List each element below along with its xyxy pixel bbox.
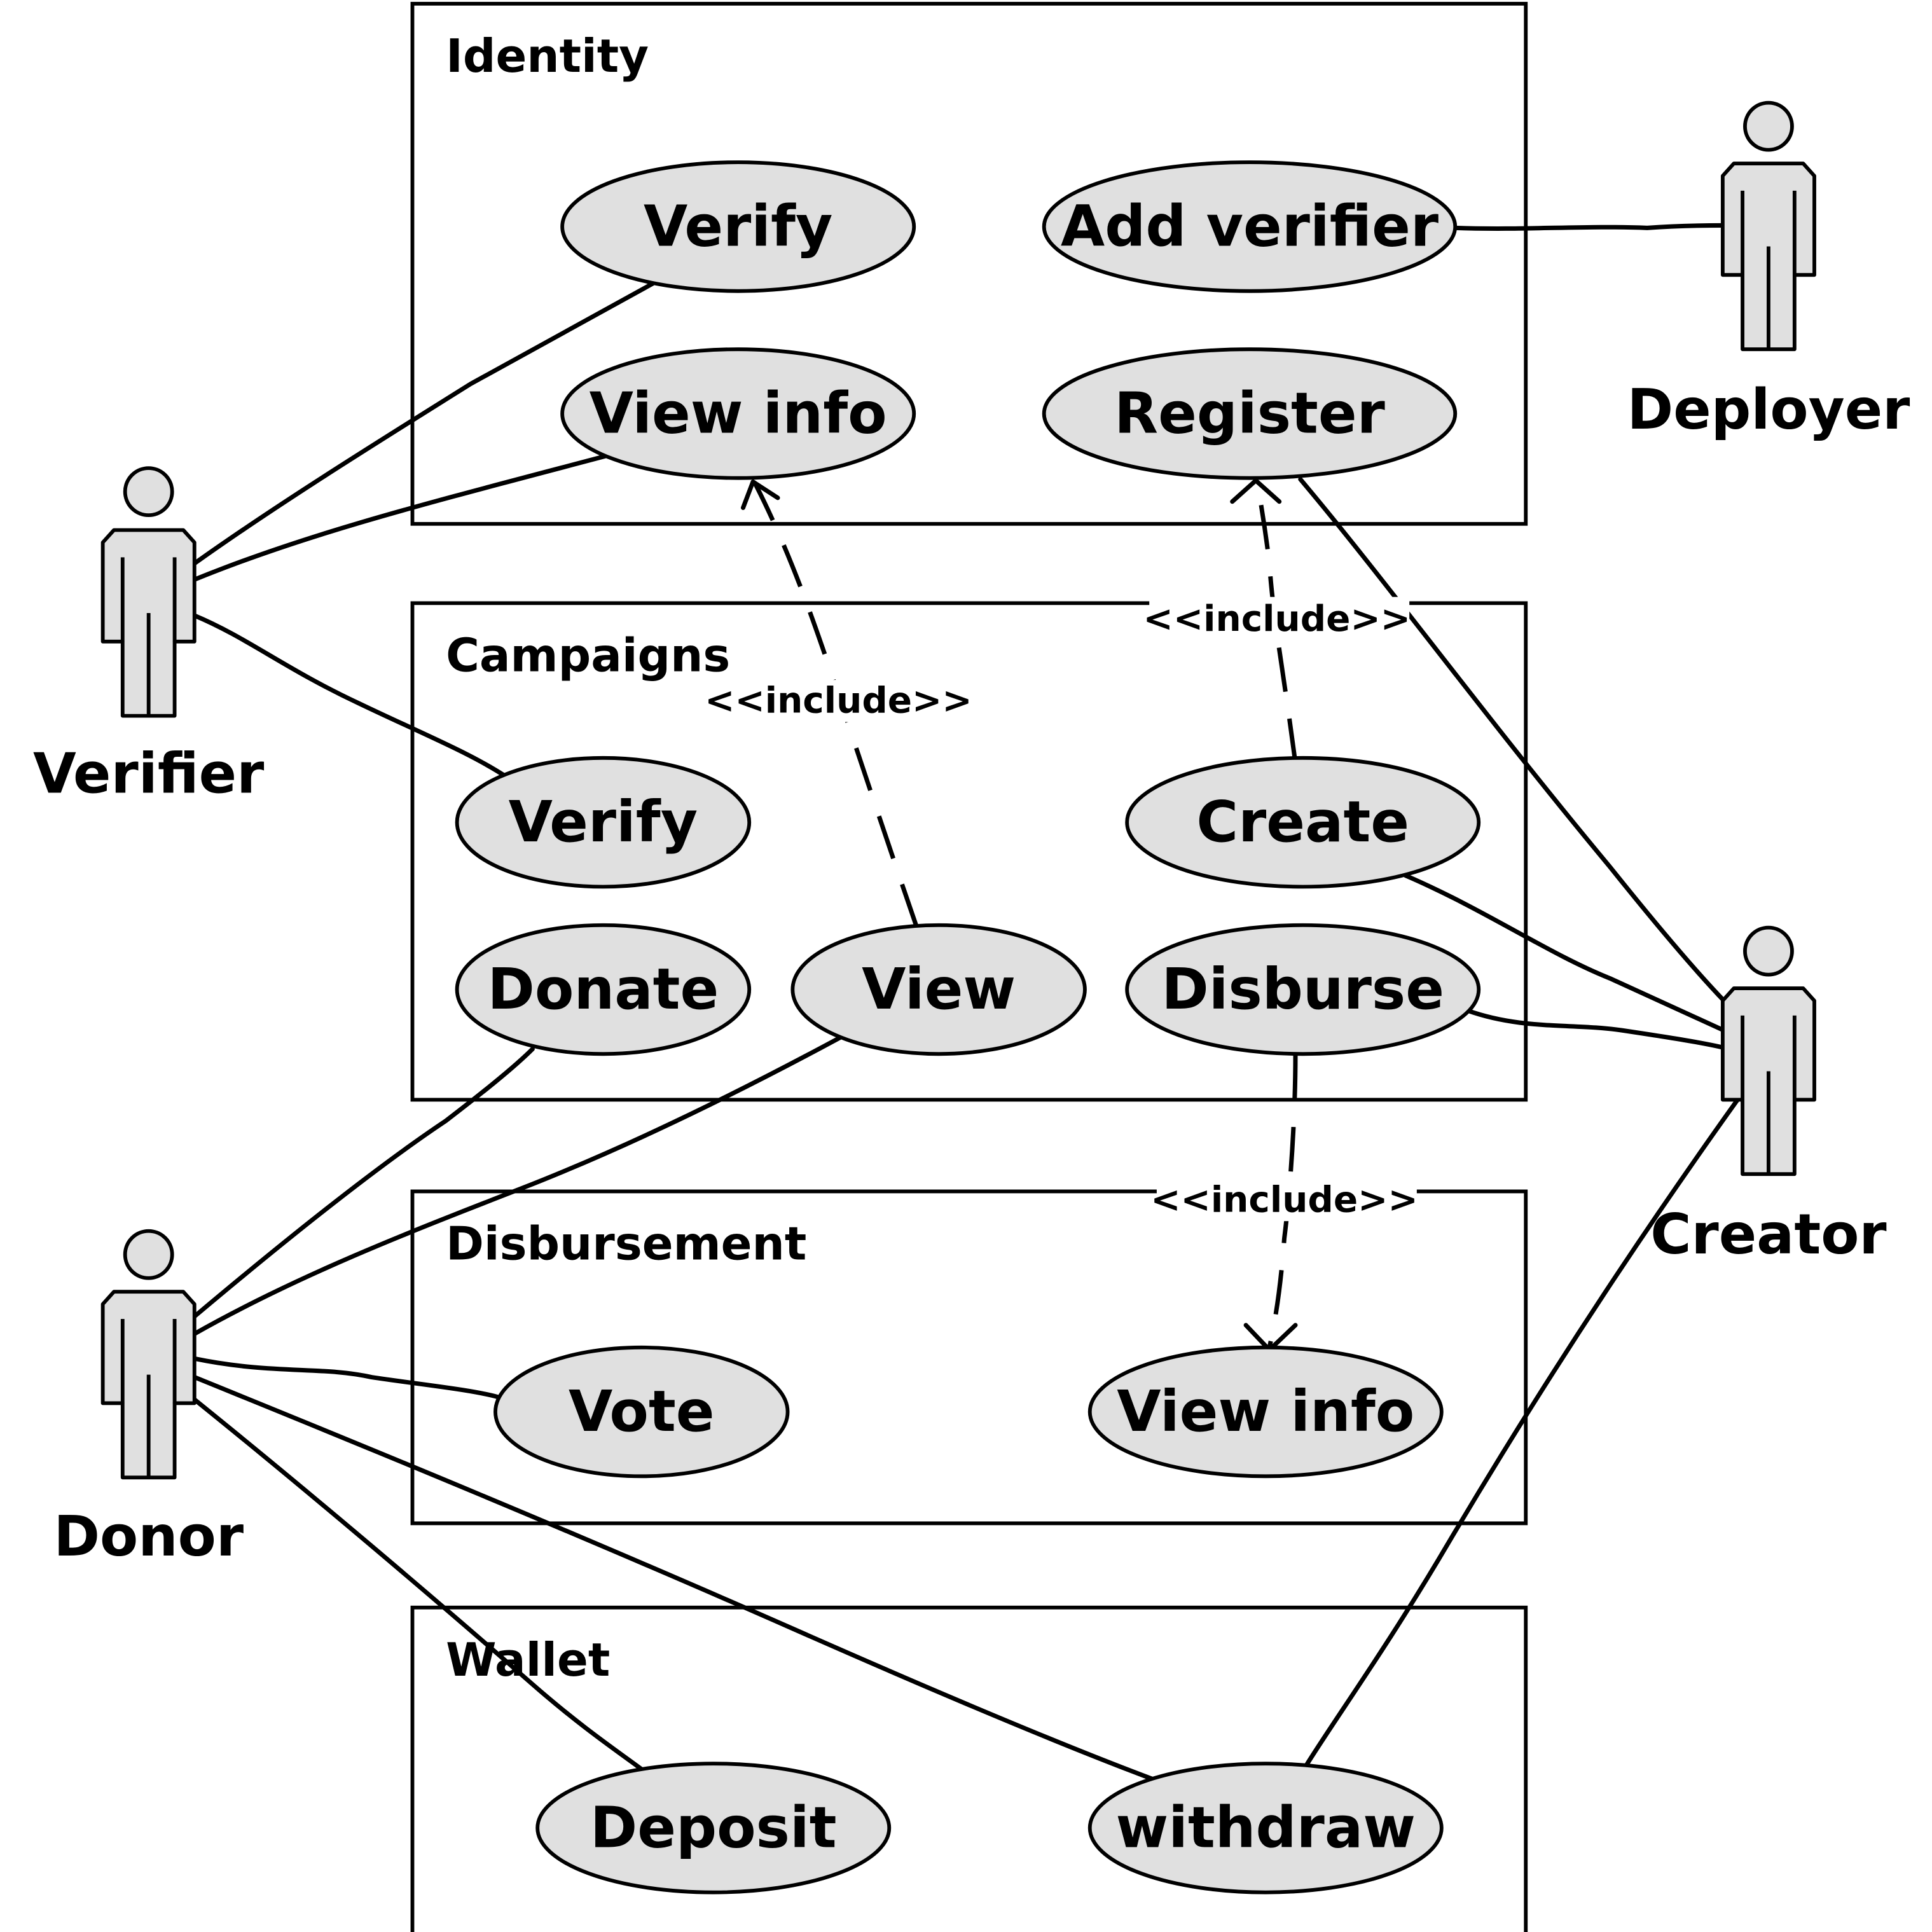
association-creator-register	[1298, 477, 1727, 1004]
include-label-view-info: <<include>>	[705, 680, 972, 722]
use-case-label: Create	[1196, 789, 1409, 855]
association-creator-withdraw	[1304, 1097, 1740, 1767]
include-line-create-register	[1255, 481, 1298, 764]
actor-verifier[interactable]: Verifier	[33, 466, 264, 806]
association-donor-deposit	[192, 1397, 647, 1774]
package-identity-title: Identity	[446, 29, 649, 83]
association-creator-disburse	[1465, 1008, 1727, 1051]
use-case-label: View	[862, 956, 1016, 1023]
use-case-disbursement-view-info[interactable]: View info	[1087, 1345, 1444, 1479]
association-donor-vote	[192, 1356, 500, 1400]
use-case-label: Verify	[509, 789, 698, 855]
use-case-identity-view-info[interactable]: View info	[560, 347, 916, 480]
association-deployer-add-verifier	[1452, 223, 1725, 231]
actor-deployer[interactable]: Deployer	[1627, 100, 1910, 442]
association-creator-create	[1403, 873, 1727, 1033]
actor-label: Creator	[1650, 1202, 1886, 1267]
actor-limb-lines	[1741, 190, 1797, 350]
package-disbursement-title: Disbursement	[446, 1217, 806, 1271]
use-case-campaigns-verify[interactable]: Verify	[455, 756, 752, 889]
association-donor-view	[192, 1035, 842, 1336]
association-verifier-identity-verify	[192, 281, 655, 566]
actor-label: Deployer	[1627, 377, 1910, 442]
association-verifier-identity-view-info	[192, 453, 609, 582]
actor-label: Donor	[53, 1504, 244, 1569]
use-case-donate[interactable]: Donate	[455, 923, 752, 1056]
actor-label: Verifier	[33, 741, 264, 806]
actor-head	[1743, 925, 1794, 977]
use-case-vote[interactable]: Vote	[493, 1345, 790, 1479]
use-case-label: Verify	[644, 193, 832, 259]
actor-limb-lines	[1741, 1015, 1797, 1175]
actor-creator[interactable]: Creator	[1650, 925, 1887, 1267]
use-case-identity-verify[interactable]: Verify	[560, 160, 916, 293]
include-arrowhead-register	[1230, 478, 1282, 504]
use-case-label: Add verifier	[1061, 193, 1439, 259]
include-label-disbursement-view-info: <<include>>	[1150, 1180, 1418, 1221]
association-verifier-campaigns-verify	[192, 613, 510, 780]
use-case-register[interactable]: Register	[1042, 347, 1458, 480]
use-case-label: withdraw	[1115, 1795, 1416, 1861]
actor-donor[interactable]: Donor	[53, 1229, 244, 1569]
association-donor-withdraw	[192, 1375, 1157, 1782]
use-case-label: Deposit	[590, 1795, 837, 1861]
use-case-label: View info	[1117, 1379, 1414, 1445]
use-case-label: Register	[1114, 380, 1385, 446]
use-case-label: Disburse	[1161, 956, 1444, 1023]
associations	[192, 223, 1740, 1782]
use-case-add-verifier[interactable]: Add verifier	[1042, 160, 1458, 293]
actor-head	[123, 466, 174, 518]
actor-limb-lines	[120, 1319, 177, 1478]
actor-head	[1743, 100, 1794, 152]
actor-limb-lines	[120, 557, 177, 716]
use-case-view[interactable]: View	[790, 923, 1087, 1056]
include-arrowhead-view-info	[740, 480, 780, 510]
include-line-disburse-disbursement-view-info	[1267, 1055, 1298, 1348]
use-case-withdraw[interactable]: withdraw	[1087, 1762, 1444, 1894]
use-case-label: Donate	[488, 956, 719, 1023]
include-label-register: <<include>>	[1143, 598, 1411, 640]
use-case-label: Vote	[569, 1379, 715, 1445]
actor-head	[123, 1229, 174, 1280]
use-case-deposit[interactable]: Deposit	[535, 1762, 892, 1894]
include-relations: <<include>> <<include>> <<include>>	[705, 478, 1418, 1353]
association-donor-donate	[192, 1046, 535, 1319]
package-campaigns-title: Campaigns	[446, 629, 730, 682]
use-case-create[interactable]: Create	[1125, 756, 1481, 889]
use-case-disburse[interactable]: Disburse	[1125, 923, 1481, 1056]
use-case-label: View info	[590, 380, 887, 446]
